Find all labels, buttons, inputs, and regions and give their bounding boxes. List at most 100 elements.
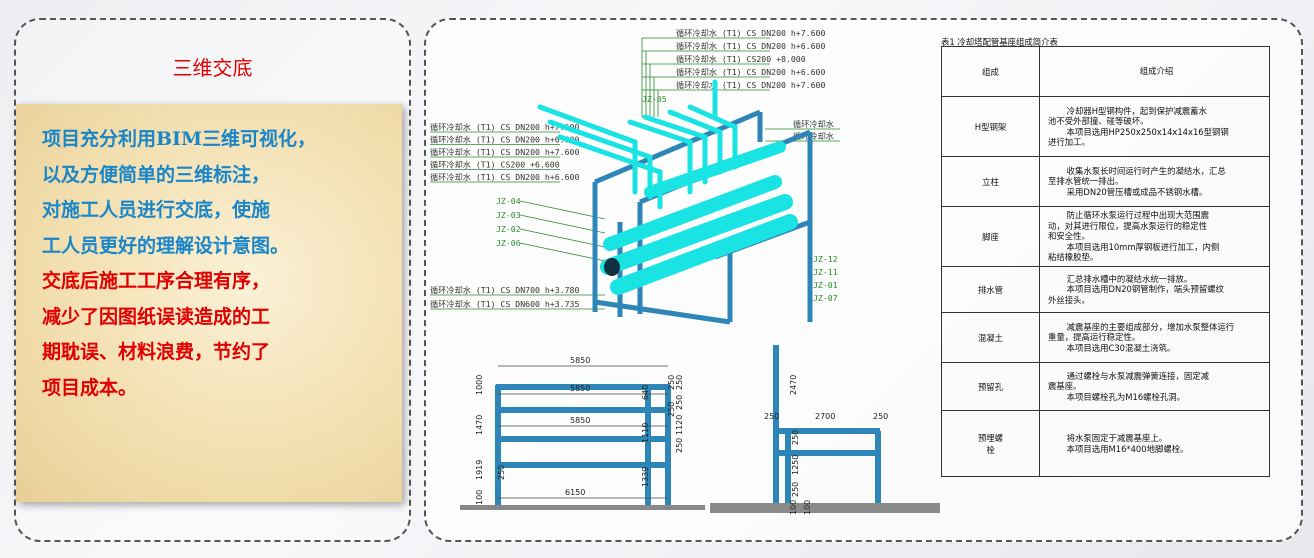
pipe-callout: 循环冷却水 (T1) CS DN600 h+3.735 (430, 299, 579, 309)
description-line: 本项目选用DN20钢管制作，端头预留螺纹 (1048, 284, 1225, 295)
pipe-callout: 循环冷却水 (T1) CS DN200 h+6.600 (430, 135, 579, 145)
pipe-tag: JZ-12 (813, 254, 838, 264)
description-line: 本项目选用10mm厚钢板进行加工，内侧 (1048, 241, 1220, 252)
height-dimension: 250 (675, 375, 684, 390)
component-description: 冷却器H型钢构件，起到保护减震蓄水池不受外部撞、碰等破坏。 本项目选用HP250… (1039, 96, 1270, 157)
pipe-tag: JZ-01 (813, 280, 838, 290)
description-line: 本项目螺栓孔为M16螺栓孔洞。 (1048, 391, 1186, 402)
pipe-tag: JZ-11 (813, 267, 838, 277)
description-line: 震基座。 (1048, 381, 1082, 392)
width-dimension: 5850 (570, 416, 590, 425)
width-dimension: 5850 (570, 384, 590, 393)
pipe-callout: 循环冷却水 (T1) CS DN200 h+7.600 (430, 122, 579, 132)
intro-line: 期耽误、材料浪费，节约了 (42, 341, 271, 363)
description-line: 本项目选用M16*400地脚螺栓。 (1048, 443, 1189, 454)
height-dimension: 1110 (641, 423, 650, 443)
description-line: 采用DN20管压槽或成品不锈钢水槽。 (1048, 186, 1208, 197)
table-row: 脚座 防止循环水泵运行过程中出现大范围震动，对其进行限位，提高水泵运行的稳定性和… (941, 206, 1270, 267)
height-dimension: 1120 (675, 415, 684, 435)
intro-line: 对施工人员进行交底，使施 (42, 199, 271, 221)
pipe-tag: JZ-02 (496, 224, 521, 234)
description-line: 通过螺栓与水泵减震弹簧连接，固定减 (1048, 370, 1210, 381)
description-line: 减震基座的主要组成部分，增加水泵整体运行 (1048, 321, 1235, 332)
height-dimension: 1339 (641, 467, 650, 487)
component-description: 减震基座的主要组成部分，增加水泵整体运行重量，提高运行稳定性。 本项目选用C30… (1039, 312, 1270, 363)
height-dimension: 250 (791, 430, 800, 445)
table-body: H型钢架 冷却器H型钢构件，起到保护减震蓄水池不受外部撞、碰等破坏。 本项目选用… (941, 96, 1270, 477)
height-dimension: 640 (641, 385, 650, 400)
main-pipes (600, 141, 798, 295)
height-dimension: 100 (803, 500, 812, 515)
width-dimension: 250 (764, 412, 779, 421)
component-description: 防止循环水泵运行过程中出现大范围震动，对其进行限位，提高水泵运行的稳定性和安全性… (1039, 206, 1270, 267)
pipe-callout: 循环冷却水 (T1) CS DN200 h+7.600 (430, 147, 579, 157)
pipe-tag: JZ-05 (642, 94, 667, 104)
height-dimension: 250 (791, 482, 800, 497)
description-line: 防止循环水泵运行过程中出现大范围震 (1048, 210, 1210, 221)
riser-pipes (537, 79, 738, 210)
pipe-callout: 循环冷却水 (T1) CS DN200 h+7.600 (676, 28, 825, 38)
pipe-tag: JZ-06 (496, 238, 521, 248)
pipe-callout: 循环冷却水 (T1) CS DN700 h+5.280 (793, 119, 840, 129)
table-row: 混凝土 减震基座的主要组成部分，增加水泵整体运行重量，提高运行稳定性。 本项目选… (941, 312, 1270, 363)
intro-line: 项目成本。 (42, 376, 138, 399)
height-dimension: 250 (667, 402, 676, 417)
description-line: 动，对其进行限位，提高水泵运行的稳定性 (1048, 220, 1208, 231)
description-line: 汇总排水槽中的凝结水统一排放。 (1048, 273, 1193, 284)
table-row: H型钢架 冷却器H型钢构件，起到保护减震蓄水池不受外部撞、碰等破坏。 本项目选用… (941, 96, 1270, 157)
panel-title: 三维交底 (172, 56, 253, 80)
pipe-callout: 循环冷却水 (T1) CS DN700 h+3.780 (430, 285, 579, 295)
bottom-callouts: 循环冷却水 (T1) CS DN700 h+3.780 循环冷却水 (T1) CS… (430, 285, 605, 310)
height-dimension: 100 (789, 500, 798, 515)
height-dimension: 250 (675, 395, 684, 410)
component-name: 混凝土 (941, 312, 1040, 363)
component-name: H型钢架 (941, 96, 1040, 157)
width-dimension: 250 (873, 412, 888, 421)
component-name: 排水管 (941, 266, 1040, 313)
table-row: 预埋螺 栓 将水泵固定于减震基座上。 本项目选用M16*400地脚螺栓。 (941, 410, 1270, 477)
leader-line (519, 200, 606, 220)
width-dimension: 5850 (570, 356, 590, 365)
component-description: 通过螺栓与水泵减震弹簧连接，固定减震基座。 本项目螺栓孔为M16螺栓孔洞。 (1039, 362, 1270, 411)
description-line: 收集水泵长时间运行时产生的凝结水，汇总 (1048, 165, 1226, 176)
pipe-callout: 循环冷却水 (T1) CS200 +6.600 (430, 160, 560, 170)
leader-line (519, 242, 606, 262)
pipe-end-cap (604, 258, 620, 276)
description-line: 重量，提高运行稳定性。 (1048, 332, 1141, 343)
intro-line: 工人员更好的理解设计意图。 (42, 234, 290, 257)
component-description: 汇总排水槽中的凝结水统一排放。 本项目选用DN20钢管制作，端头预留螺纹外丝接头… (1039, 266, 1270, 313)
table-row: 排水管 汇总排水槽中的凝结水统一排放。 本项目选用DN20钢管制作，端头预留螺纹… (941, 266, 1270, 313)
spec-table: 组成 组成介绍 H型钢架 冷却器H型钢构件，起到保护减震蓄水池不受外部撞、碰等破… (941, 46, 1270, 477)
height-dimension: 1919 (475, 460, 484, 480)
component-description: 将水泵固定于减震基座上。 本项目选用M16*400地脚螺栓。 (1039, 410, 1270, 477)
component-name: 脚座 (941, 206, 1040, 267)
description-line: 池不受外部撞、碰等破坏。 (1048, 116, 1149, 126)
table-caption: 表1 冷却塔配管基座组成简介表 (941, 37, 1058, 47)
intro-line: 减少了因图纸误读造成的工 (42, 305, 271, 328)
pipe-tag: JZ-07 (813, 293, 838, 303)
height-dimension: 1470 (475, 415, 484, 435)
pipe-callout: 循环冷却水 (T1) CS DN200 h+6.600 (676, 67, 825, 77)
description-line: 进行加工。 (1048, 137, 1090, 147)
pipe-callout: 循环冷却水 (T1) CS DN700 h+5.280 (793, 131, 840, 141)
pipe-tag: JZ-04 (496, 196, 521, 206)
width-dimension: 2700 (815, 412, 835, 421)
description-line: 至排水管统一排出。 (1048, 176, 1124, 187)
description-line: 本项目选用HP250x250x14x14x16型钢钢 (1048, 126, 1229, 137)
description-line: 外丝接头。 (1048, 294, 1090, 305)
description-line: 本项目选用C30混凝土浇筑。 (1048, 342, 1176, 353)
height-dimension: 100 (475, 490, 484, 505)
height-dimension: 250 (497, 465, 506, 480)
description-line: 将水泵固定于减震基座上。 (1048, 433, 1168, 443)
intro-line: 以及方便简单的三维标注， (42, 163, 271, 186)
table-header-name: 组成 (941, 46, 1040, 97)
intro-line: 交底后施工工序合理有序， (42, 270, 271, 292)
intro-text-card: 项目充分利用BIM三维可视化，以及方便简单的三维标注，对施工人员进行交底，使施工… (16, 104, 402, 502)
component-description: 收集水泵长时间运行时产生的凝结水，汇总至排水管统一排出。 采用DN20管压槽或成… (1039, 156, 1270, 207)
component-name: 立柱 (941, 156, 1040, 207)
component-name: 预留孔 (941, 362, 1040, 411)
pipe-tag: JZ-03 (496, 210, 521, 220)
description-line: 冷却器H型钢构件，起到保护减震蓄水 (1048, 105, 1207, 116)
pipe-callout: 循环冷却水 (T1) CS DN200 h+6.600 (430, 172, 579, 182)
